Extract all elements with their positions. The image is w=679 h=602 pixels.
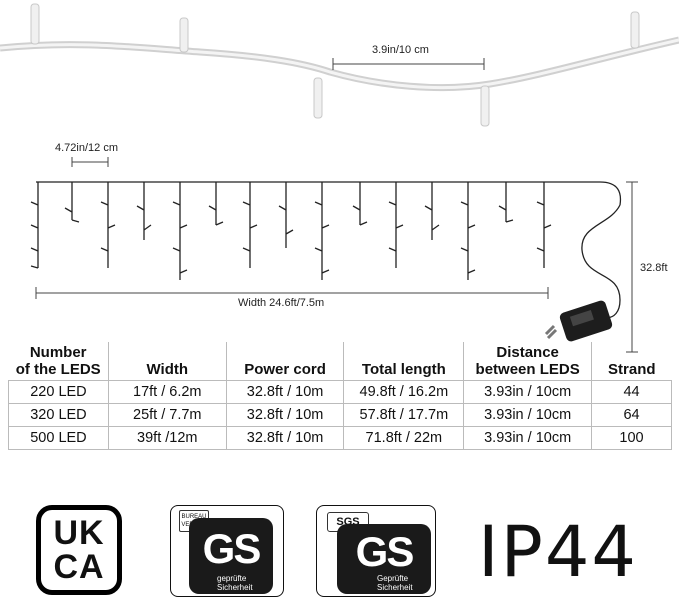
- sgs-gs-logo: SGS GS Geprüfte Sicherheit: [316, 505, 436, 597]
- table-cell: 320 LED: [8, 403, 109, 427]
- table-cell: 3.93in / 10cm: [463, 426, 593, 450]
- table-cell: 100: [591, 426, 672, 450]
- width-label: Width 24.6ft/7.5m: [238, 297, 325, 309]
- table-cell: 3.93in / 10cm: [463, 403, 593, 427]
- icicle-drops: [30, 182, 552, 280]
- led-string-illustration: [0, 3, 679, 127]
- table-cell: 32.8ft / 10m: [225, 426, 345, 450]
- table-cell: 64: [591, 403, 672, 427]
- table-cell: 17ft / 6.2m: [107, 380, 227, 404]
- power-adapter: [544, 300, 613, 342]
- table-cell: 49.8ft / 16.2m: [343, 380, 465, 404]
- table-row: 500 LED 39ft /12m 32.8ft / 10m 71.8ft / …: [8, 426, 672, 450]
- gs-mark: GS: [202, 525, 262, 572]
- gs-mark: GS: [355, 528, 415, 575]
- bulb-spacing-marker: [332, 58, 485, 70]
- drop-spacing-label: 4.72in/12 cm: [55, 142, 118, 154]
- column-header: Total length: [343, 342, 464, 381]
- table-cell: 32.8ft / 10m: [225, 380, 345, 404]
- table-row: 320 LED 25ft / 7.7m 32.8ft / 10m 57.8ft …: [8, 403, 672, 427]
- table-cell: 71.8ft / 22m: [343, 426, 465, 450]
- drop-spacing-marker: [71, 157, 109, 167]
- table-cell: 57.8ft / 17.7m: [343, 403, 465, 427]
- column-header: Width: [107, 342, 227, 381]
- table-cell: 44: [591, 380, 672, 404]
- ukca-logo: UK CA: [36, 505, 122, 595]
- led-bulb: [30, 3, 640, 127]
- table-cell: 220 LED: [8, 380, 109, 404]
- width-marker: [35, 287, 549, 299]
- table-cell: 39ft /12m: [107, 426, 227, 450]
- bureau-veritas-gs-logo: BUREAU VERITAS GS geprüfte Sicherheit: [170, 505, 284, 597]
- table-row: 220 LED 17ft / 6.2m 32.8ft / 10m 49.8ft …: [8, 380, 672, 404]
- table-cell: 25ft / 7.7m: [107, 403, 227, 427]
- table-cell: 500 LED: [8, 426, 109, 450]
- height-label: 32.8ft: [640, 262, 668, 274]
- table-cell: 3.93in / 10cm: [463, 380, 593, 404]
- column-header: Power cord: [225, 342, 344, 381]
- table-cell: 32.8ft / 10m: [225, 403, 345, 427]
- ip44-rating: IP44: [478, 511, 638, 593]
- column-header: Strand: [591, 342, 672, 381]
- bulb-spacing-label: 3.9in/10 cm: [372, 44, 429, 56]
- icicle-diagram: [30, 157, 638, 353]
- height-marker: [626, 181, 638, 353]
